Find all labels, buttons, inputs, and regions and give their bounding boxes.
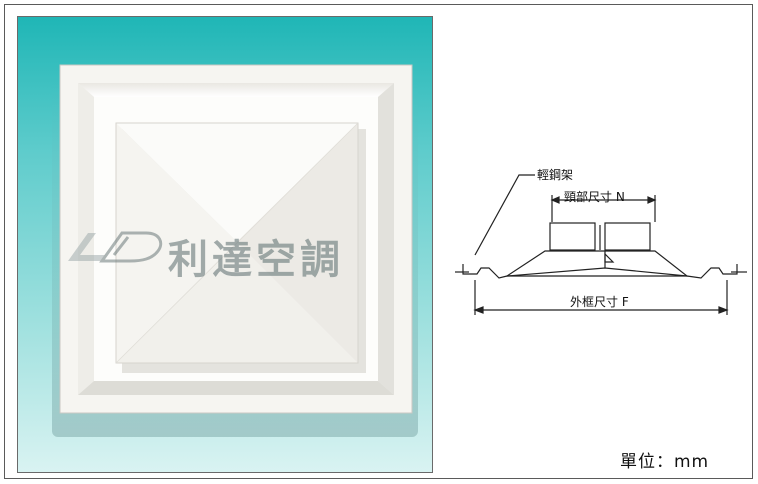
page-frame [4,4,753,479]
unit-label: 單位：mm [620,452,710,472]
product-photo: 利達空調 [17,16,433,473]
section-diagram [455,174,747,315]
watermark-text: 利達空調 [168,237,344,283]
neck-left [549,222,596,251]
watermark-logo [68,231,163,263]
diffuser-body [504,250,689,277]
rail-left [462,264,508,279]
label-neck-size: 頸部尺寸 N [564,190,625,204]
neck-right [604,222,651,251]
rail-right [686,264,738,279]
label-outer-size: 外框尺寸 F [570,295,629,309]
frame-leader-line [474,174,535,256]
label-frame: 輕鋼架 [537,168,574,182]
diffuser-illustration [52,64,418,437]
